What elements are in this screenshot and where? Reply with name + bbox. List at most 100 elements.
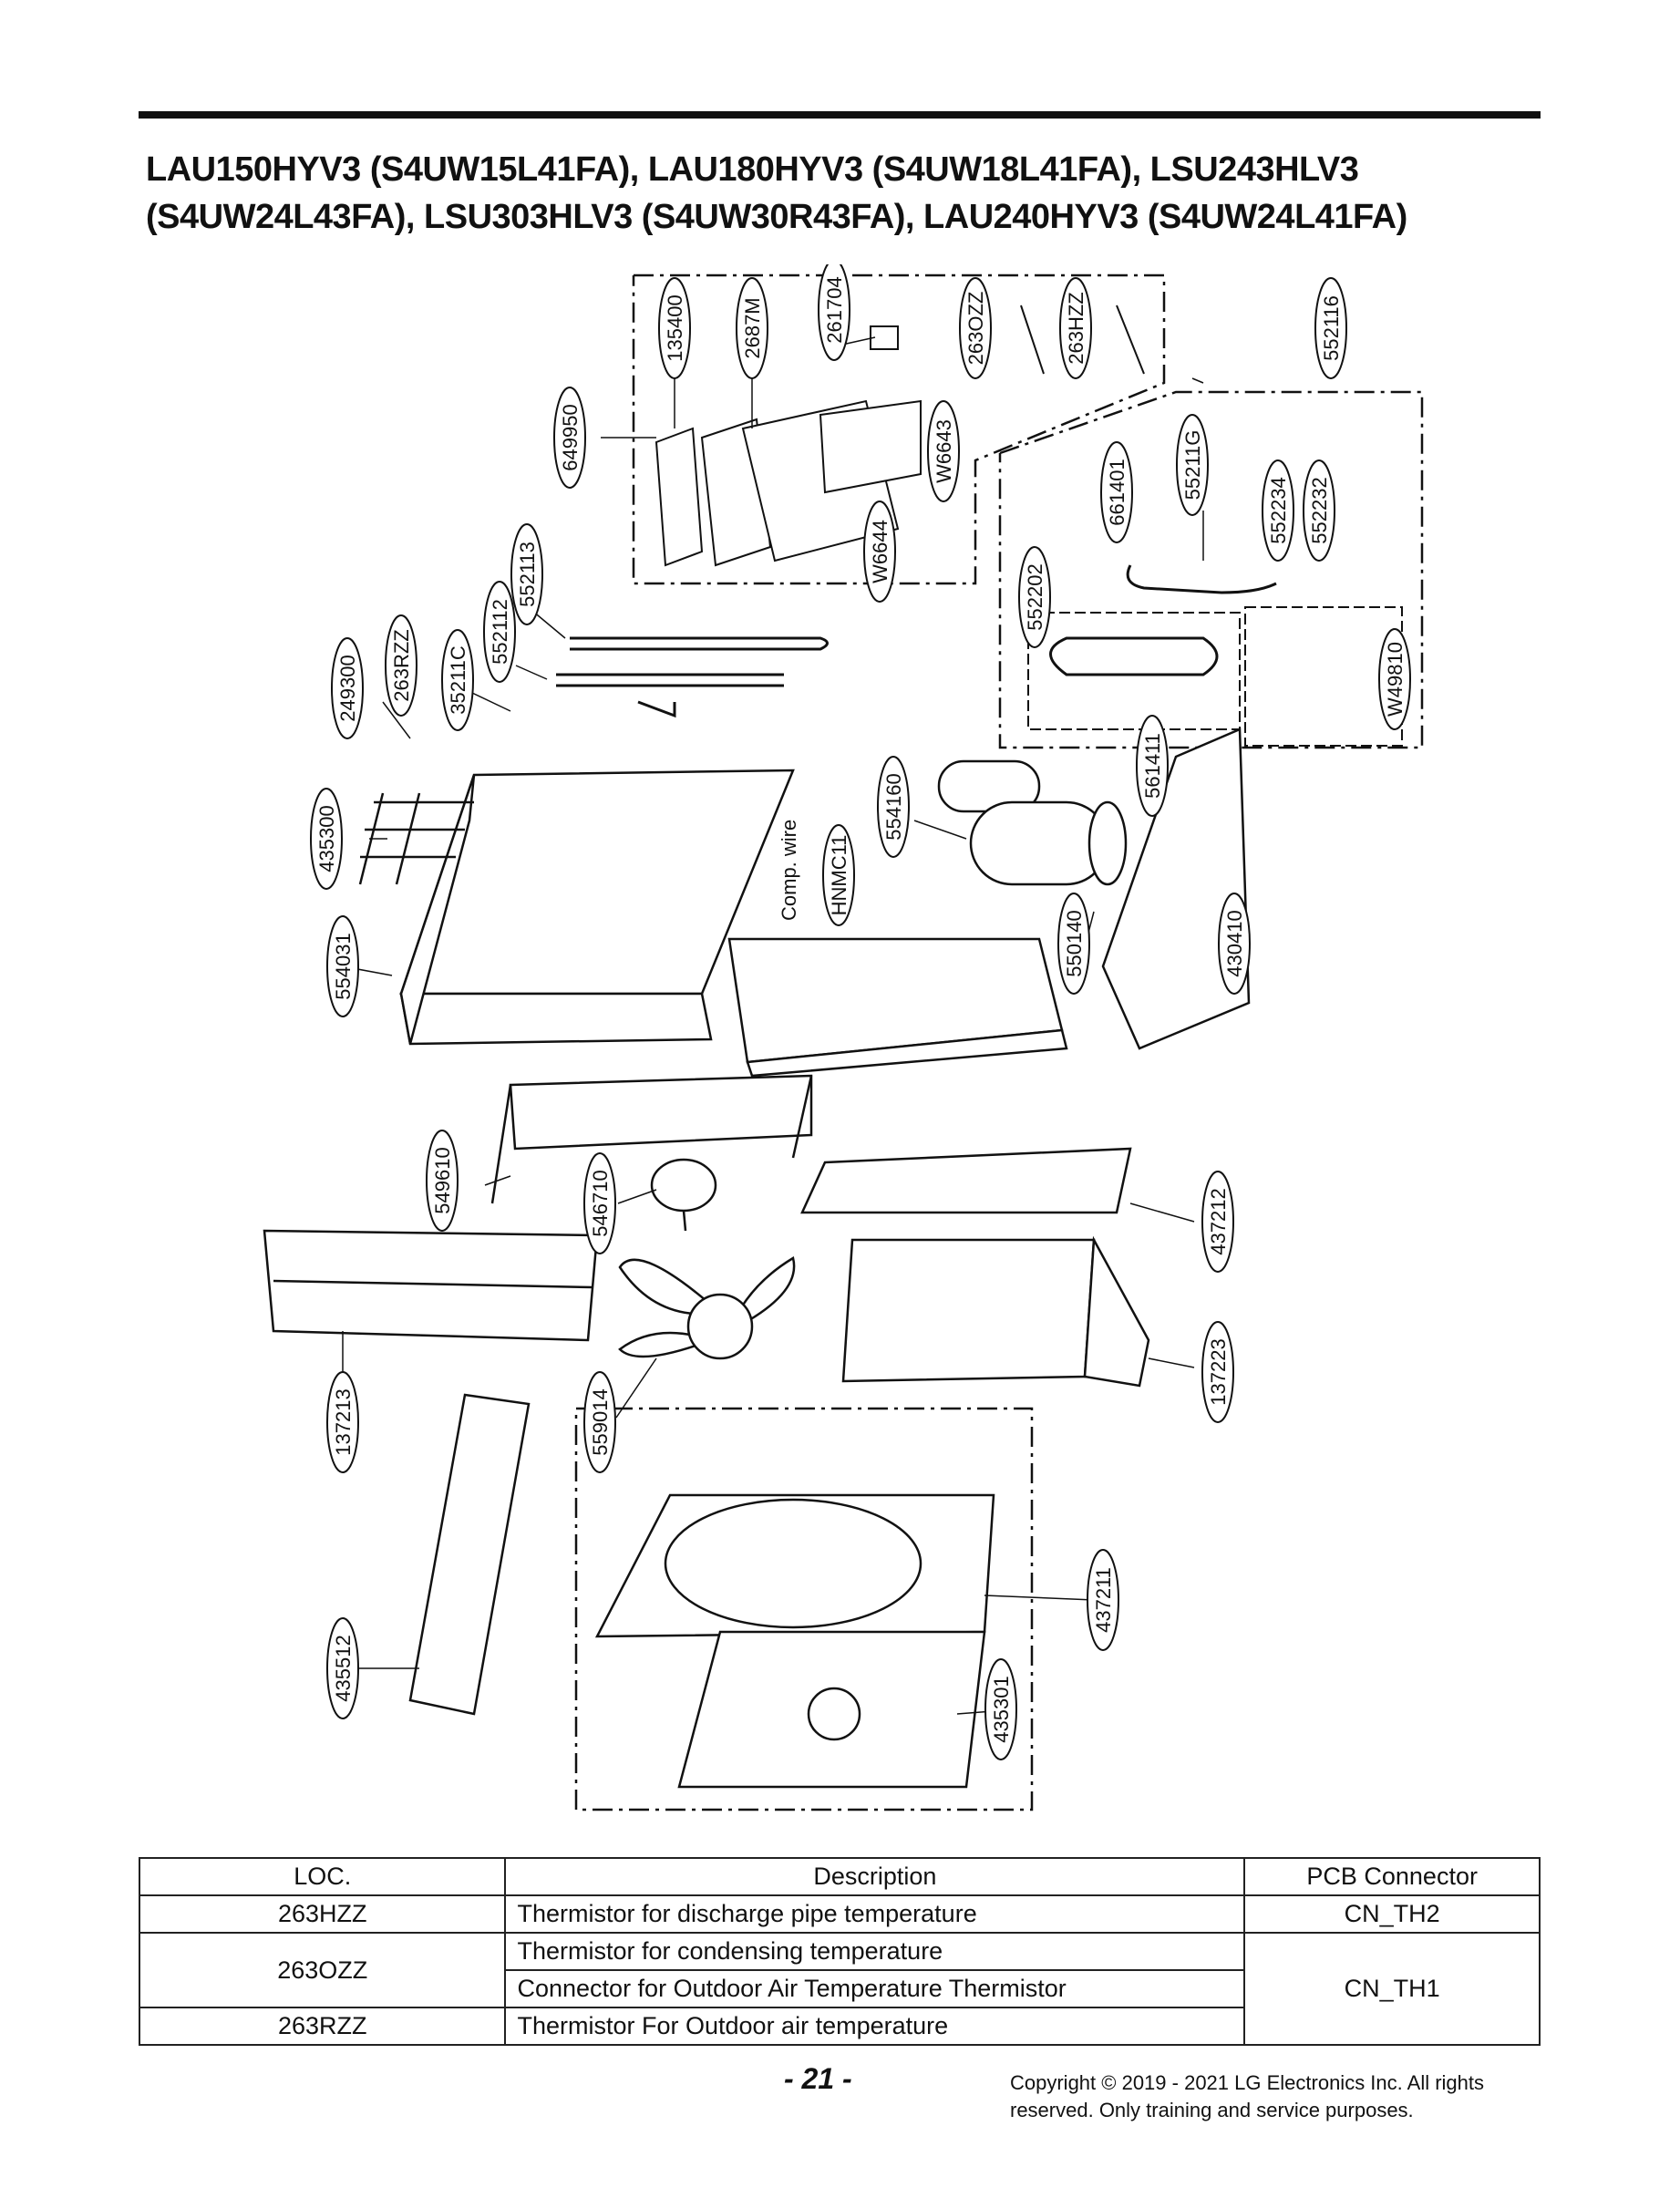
callout-552116: 552116: [1314, 277, 1347, 379]
callout-546710: 546710: [583, 1152, 616, 1254]
callout-35211C: 35211C: [441, 629, 474, 731]
compressor: [937, 759, 1128, 886]
title-line-1: LAU150HYV3 (S4UW15L41FA), LAU180HYV3 (S4…: [146, 150, 1359, 189]
callout-137213: 137213: [326, 1371, 359, 1473]
condenser-coil: [358, 769, 795, 1046]
front-grille: [677, 1630, 986, 1789]
callout-430410: 430410: [1218, 893, 1251, 995]
table-row: 263RZZ Thermistor For Outdoor air temper…: [138, 2007, 1540, 2046]
callout-554031: 554031: [326, 915, 359, 1017]
svg-text:35211C: 35211C: [447, 645, 469, 715]
callout-549610: 549610: [426, 1130, 459, 1232]
svg-text:661401: 661401: [1106, 459, 1129, 525]
svg-text:559014: 559014: [589, 1388, 612, 1455]
svg-text:HNMC11: HNMC11: [828, 835, 850, 916]
copyright-line-1: Copyright © 2019 - 2021 LG Electronics I…: [1010, 2071, 1485, 2094]
callout-HNMC11: HNMC11: [822, 824, 855, 926]
page-number: - 21 -: [784, 2062, 852, 2095]
fan-motor: [650, 1158, 717, 1232]
svg-text:554160: 554160: [882, 773, 905, 840]
svg-text:546710: 546710: [589, 1170, 612, 1236]
callout-552202: 552202: [1018, 546, 1051, 648]
callout-249300: 249300: [331, 637, 364, 739]
callout-263RZZ: 263RZZ: [385, 614, 417, 717]
callout-435512: 435512: [326, 1617, 359, 1719]
cell-description: Thermistor For Outdoor air temperature: [504, 2007, 1246, 2046]
copyright-line-2: reserved. Only training and service purp…: [1010, 2099, 1414, 2121]
callout-263OZZ: 263OZZ: [959, 277, 992, 379]
svg-text:554031: 554031: [332, 933, 355, 999]
table-header-row: LOC. Description PCB Connector: [138, 1857, 1541, 1896]
svg-text:552234: 552234: [1267, 477, 1290, 543]
svg-text:430410: 430410: [1223, 910, 1246, 976]
cell-description: Thermistor for discharge pipe temperatur…: [504, 1894, 1246, 1934]
svg-text:137223: 137223: [1207, 1338, 1230, 1405]
table-row: 263OZZ Thermistor for condensing tempera…: [138, 1932, 1541, 2046]
svg-text:435512: 435512: [332, 1635, 355, 1701]
thermistor-location-table: LOC. Description PCB Connector 263HZZ Th…: [138, 1857, 1541, 2046]
svg-text:249300: 249300: [336, 655, 359, 721]
cell-description: Connector for Outdoor Air Temperature Th…: [504, 1969, 1246, 2008]
callout-649950: 649950: [553, 387, 586, 489]
callout-661401: 661401: [1100, 441, 1133, 543]
svg-text:263RZZ: 263RZZ: [390, 629, 413, 701]
svg-text:552112: 552112: [489, 599, 511, 665]
svg-text:437212: 437212: [1207, 1188, 1230, 1254]
cell-pcb: CN_TH1: [1243, 1932, 1541, 2046]
copyright-notice: Copyright © 2019 - 2021 LG Electronics I…: [1010, 2069, 1539, 2124]
svg-text:135400: 135400: [664, 294, 686, 361]
callout-559014: 559014: [583, 1371, 616, 1473]
svg-text:435300: 435300: [315, 805, 338, 872]
header-loc: LOC.: [138, 1857, 507, 1896]
front-panel: [594, 1493, 995, 1638]
callout-554160: 554160: [877, 756, 910, 858]
svg-text:561411: 561411: [1141, 733, 1164, 799]
callout-261704: 261704: [818, 264, 850, 361]
callout-552113: 552113: [510, 523, 543, 625]
callout-W6644: W6644: [863, 501, 896, 603]
svg-text:263HZZ: 263HZZ: [1065, 292, 1087, 364]
exploded-view-diagram: 135400 2687M 261704 263OZZ 263HZZ 552116…: [0, 264, 1680, 1814]
svg-text:552202: 552202: [1024, 563, 1046, 630]
base-pan: [727, 937, 1068, 1078]
callout-135400: 135400: [658, 277, 691, 379]
svg-text:437211: 437211: [1092, 1567, 1115, 1633]
callout-550140: 550140: [1057, 893, 1090, 995]
callout-561411: 561411: [1136, 715, 1169, 817]
page-title: LAU150HYV3 (S4UW15L41FA), LAU180HYV3 (S4…: [146, 146, 1541, 241]
callout-435301: 435301: [984, 1658, 1017, 1760]
rear-grille: [263, 1229, 599, 1342]
svg-text:552113: 552113: [516, 542, 539, 607]
callout-W49810: W49810: [1378, 628, 1411, 730]
table-row: Connector for Outdoor Air Temperature Th…: [139, 1969, 1540, 2008]
svg-text:55211G: 55211G: [1181, 430, 1204, 501]
callout-437212: 437212: [1201, 1171, 1234, 1273]
motor-bracket: [490, 1074, 813, 1204]
fan-propeller: [618, 1256, 796, 1360]
callout-435300: 435300: [310, 788, 343, 890]
callout-552234: 552234: [1262, 459, 1294, 562]
callout-263HZZ: 263HZZ: [1059, 277, 1092, 379]
svg-text:W49810: W49810: [1384, 642, 1407, 717]
group-outline-control-box: [632, 274, 1166, 585]
pipe-assemblies: [556, 564, 1277, 718]
svg-text:263OZZ: 263OZZ: [964, 292, 987, 366]
svg-text:550140: 550140: [1063, 910, 1086, 976]
cell-loc: 263OZZ: [138, 1932, 507, 2008]
callout-2687M: 2687M: [736, 277, 768, 379]
table-row: 263HZZ Thermistor for discharge pipe tem…: [138, 1894, 1541, 1934]
callout-55211G: 55211G: [1176, 414, 1209, 516]
svg-text:549610: 549610: [431, 1147, 454, 1213]
group-outline-4way-valve: [1027, 612, 1241, 730]
svg-text:552116: 552116: [1320, 295, 1343, 361]
callout-W6643: W6643: [927, 400, 960, 502]
svg-text:W6643: W6643: [933, 419, 955, 483]
callout-437211: 437211: [1087, 1549, 1119, 1651]
svg-text:137213: 137213: [332, 1388, 355, 1455]
cell-loc: 263HZZ: [138, 1894, 507, 1934]
title-line-2: (S4UW24L43FA), LSU303HLV3 (S4UW30R43FA),…: [146, 198, 1407, 236]
cell-description: Thermistor for condensing temperature: [504, 1932, 1246, 1971]
svg-text:W6644: W6644: [869, 520, 892, 583]
header-pcb-connector: PCB Connector: [1243, 1857, 1541, 1896]
header-description: Description: [504, 1857, 1246, 1896]
